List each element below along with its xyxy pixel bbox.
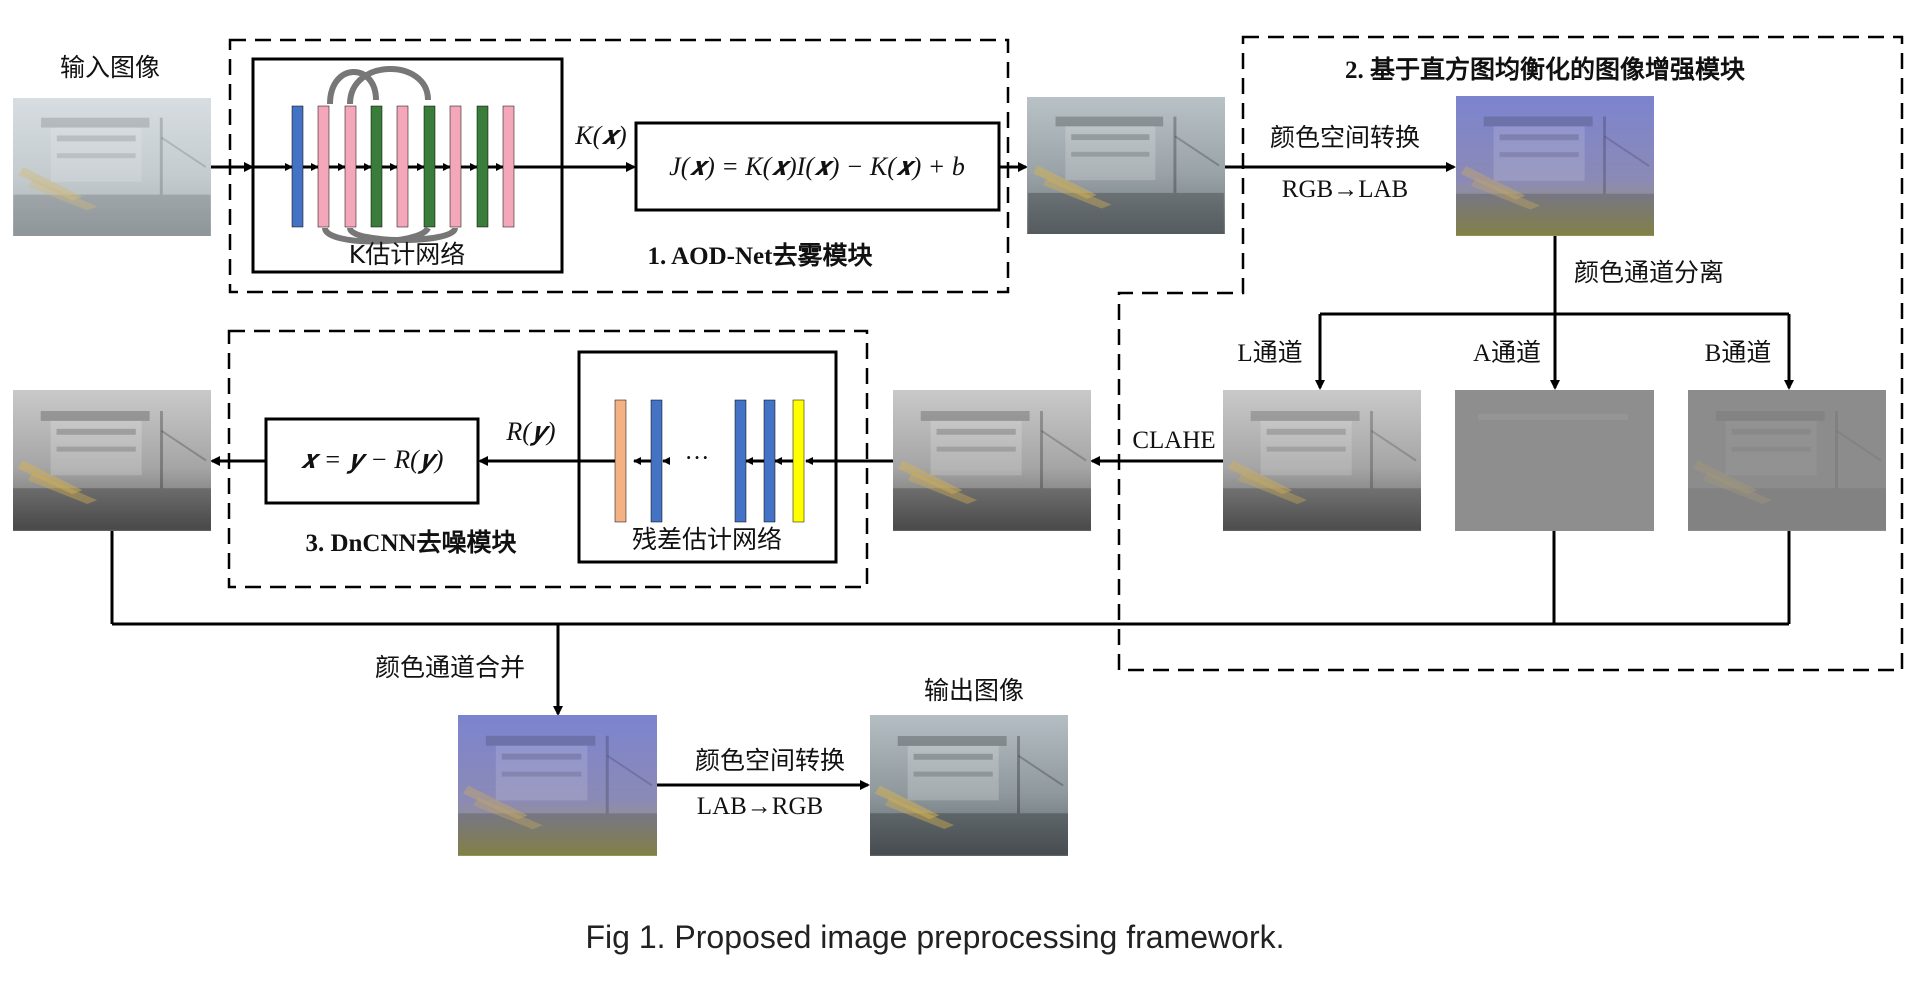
output-image xyxy=(870,715,1068,856)
conv-layer xyxy=(317,105,330,228)
k-network-layers xyxy=(253,105,515,228)
conv-layer xyxy=(763,399,776,523)
clahe-label: CLAHE xyxy=(1132,427,1215,454)
skip-connections xyxy=(322,66,458,245)
merged-lab-image xyxy=(458,715,657,856)
module1-title: 1. AOD-Net去雾模块 xyxy=(648,241,873,270)
conv-layer xyxy=(502,105,515,228)
conv-layer xyxy=(370,105,383,228)
conv-layer xyxy=(344,105,357,228)
lab-image xyxy=(1456,96,1654,236)
conv-layer xyxy=(614,399,627,523)
input-image-label: 输入图像 xyxy=(60,53,160,82)
figure-caption: Fig 1. Proposed image preprocessing fram… xyxy=(586,919,1285,955)
conv-layer xyxy=(792,399,805,523)
color-convert-label-1: 颜色空间转换 xyxy=(1270,123,1420,152)
dncnn-module-frame xyxy=(227,329,869,589)
b-channel-label: B通道 xyxy=(1705,339,1772,367)
a-channel-image xyxy=(1455,390,1654,531)
aod-formula-box xyxy=(634,121,1001,212)
dncnn-formula: 𝒙 = 𝒚 − R(𝒚) xyxy=(301,445,444,474)
dehazed-image xyxy=(1027,97,1225,234)
conv-layer xyxy=(396,105,409,228)
a-channel-label: A通道 xyxy=(1473,339,1541,367)
lab-to-rgb-label: LAB→RGB xyxy=(697,793,823,820)
ellipsis: ··· xyxy=(685,445,710,472)
module2-title: 2. 基于直方图均衡化的图像增强模块 xyxy=(1345,55,1745,84)
denoised-image xyxy=(13,390,211,531)
conv-layer xyxy=(449,105,462,228)
conv-layer xyxy=(476,105,489,228)
rgb-to-lab-label: RGB→LAB xyxy=(1282,176,1408,203)
channel-merge-label: 颜色通道合并 xyxy=(375,653,525,682)
input-image xyxy=(13,98,211,236)
b-channel-image xyxy=(1688,390,1886,531)
residual-network-label: 残差估计网络 xyxy=(632,525,782,554)
aod-formula: J(𝒙) = K(𝒙)I(𝒙) − K(𝒙) + b xyxy=(669,152,965,181)
module3-title: 3. DnCNN去噪模块 xyxy=(305,528,516,557)
l-channel-image xyxy=(1223,390,1421,531)
k-network-label: K估计网络 xyxy=(349,240,465,269)
dncnn-formula-box xyxy=(264,417,480,505)
conv-layer xyxy=(734,399,747,523)
conv-layer xyxy=(423,105,436,228)
clahe-image xyxy=(893,390,1091,531)
residual-network-layers: ··· xyxy=(614,399,836,523)
channel-split-label: 颜色通道分离 xyxy=(1574,258,1724,287)
histogram-module-frame xyxy=(1117,35,1904,672)
k-of-x-label: K(𝒙) xyxy=(574,121,626,150)
output-image-label: 输出图像 xyxy=(924,676,1024,705)
conv-layer xyxy=(650,399,663,523)
l-channel-label: L通道 xyxy=(1237,339,1302,367)
color-convert-label-2: 颜色空间转换 xyxy=(695,746,845,775)
r-of-y-label: R(𝒚) xyxy=(505,417,555,446)
conv-layer xyxy=(291,105,304,228)
